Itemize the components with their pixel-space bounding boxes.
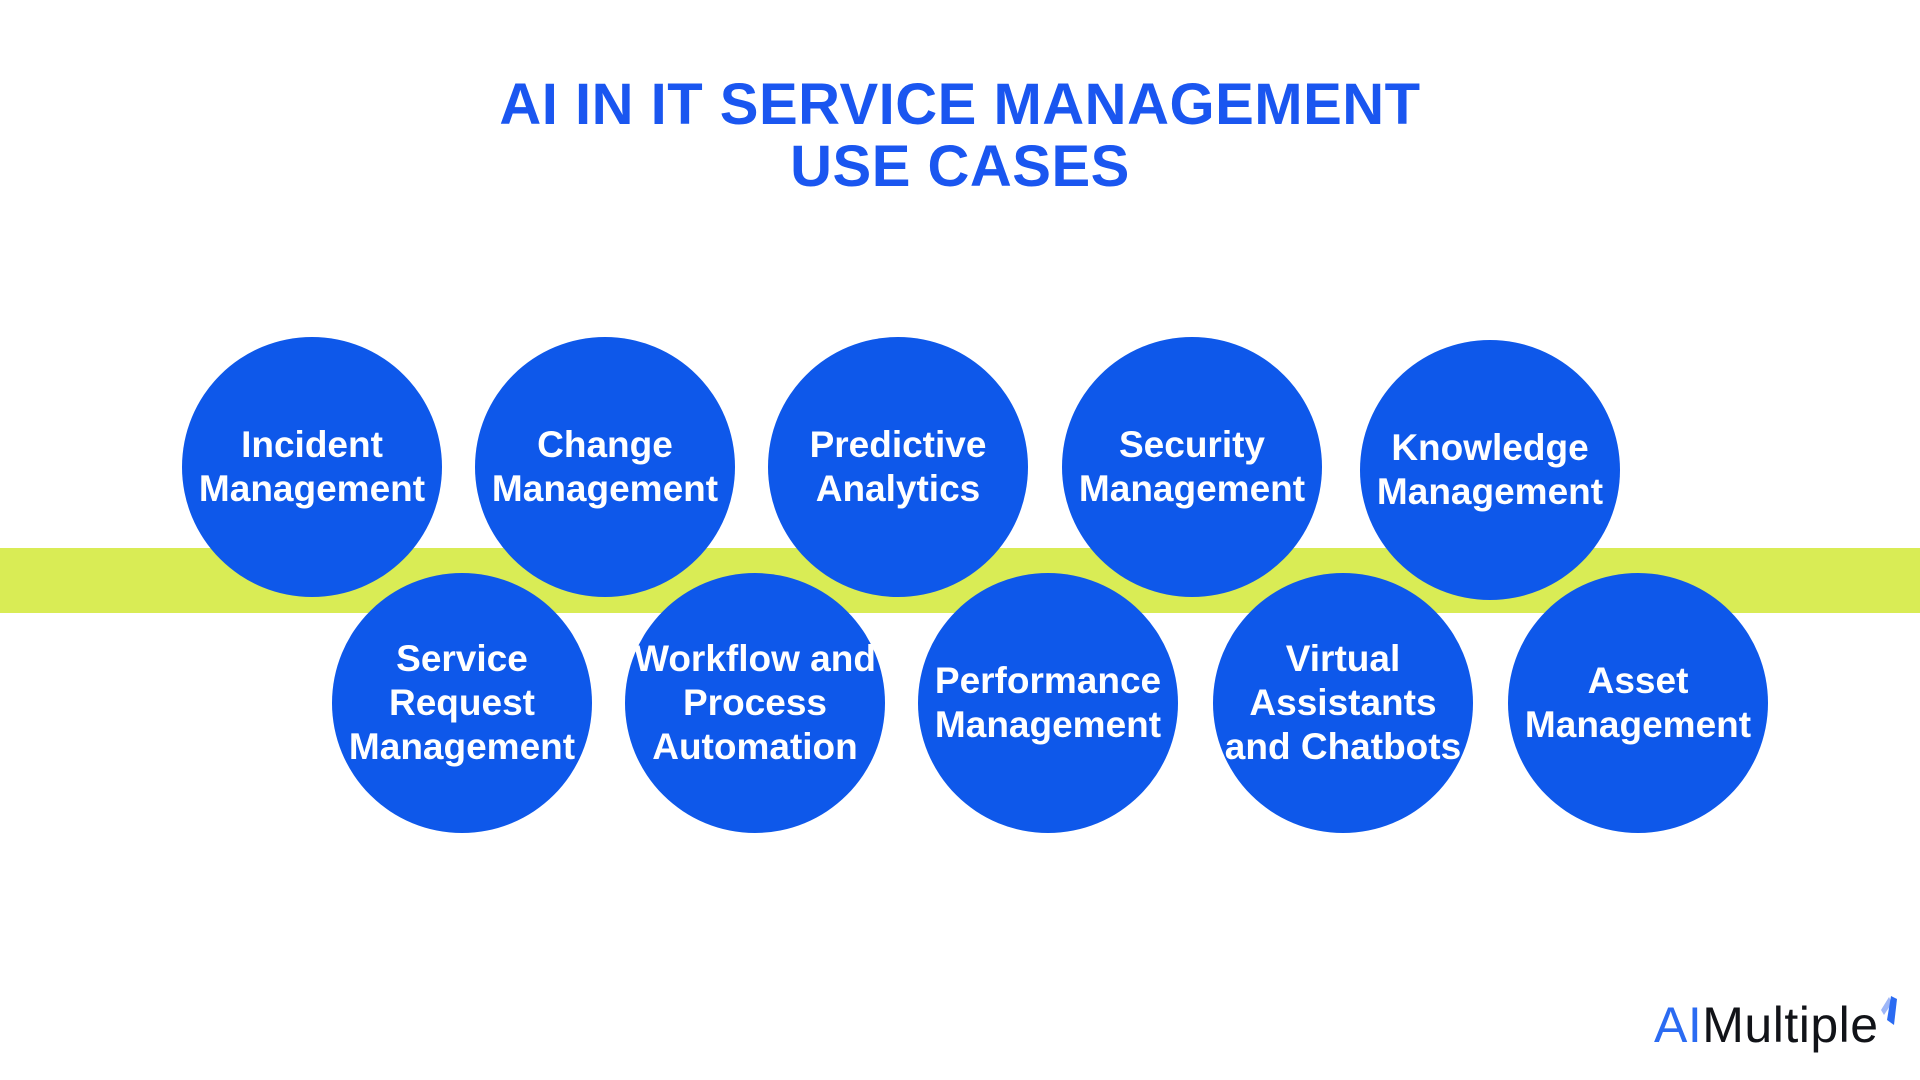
- use-case-label: Knowledge Management: [1376, 427, 1604, 512]
- use-case-label: Virtual Assistants and Chatbots: [1224, 638, 1462, 767]
- use-case-bubble-asset-management: Asset Management: [1508, 573, 1768, 833]
- use-case-label: Workflow and Process Automation: [634, 638, 876, 767]
- use-case-bubble-predictive-analytics: Predictive Analytics: [768, 337, 1028, 597]
- use-case-bubble-change-management: Change Management: [475, 337, 735, 597]
- use-case-bubble-workflow-process-automation: Workflow and Process Automation: [625, 573, 885, 833]
- use-case-label: Incident Management: [198, 424, 426, 509]
- use-case-label: Predictive Analytics: [809, 424, 987, 509]
- use-case-bubble-performance-management: Performance Management: [918, 573, 1178, 833]
- use-case-label: Service Request Management: [348, 638, 576, 767]
- use-case-bubble-knowledge-management: Knowledge Management: [1360, 340, 1620, 600]
- logo-multiple-text: Multiple: [1702, 997, 1879, 1053]
- use-case-bubble-security-management: Security Management: [1062, 337, 1322, 597]
- use-case-bubble-service-request-management: Service Request Management: [332, 573, 592, 833]
- aimultiple-logo: AI Multiple: [1654, 996, 1903, 1053]
- lightning-bolt-icon: [1880, 996, 1897, 1025]
- use-case-label: Security Management: [1078, 424, 1306, 509]
- use-case-label: Change Management: [491, 424, 719, 509]
- use-case-label: Asset Management: [1524, 660, 1752, 745]
- page-title: AI IN IT SERVICE MANAGEMENT USE CASES: [499, 72, 1421, 199]
- use-case-bubble-incident-management: Incident Management: [182, 337, 442, 597]
- use-case-label: Performance Management: [934, 660, 1162, 745]
- logo-ai-text: AI: [1654, 997, 1703, 1053]
- use-case-bubble-virtual-assistants-chatbots: Virtual Assistants and Chatbots: [1213, 573, 1473, 833]
